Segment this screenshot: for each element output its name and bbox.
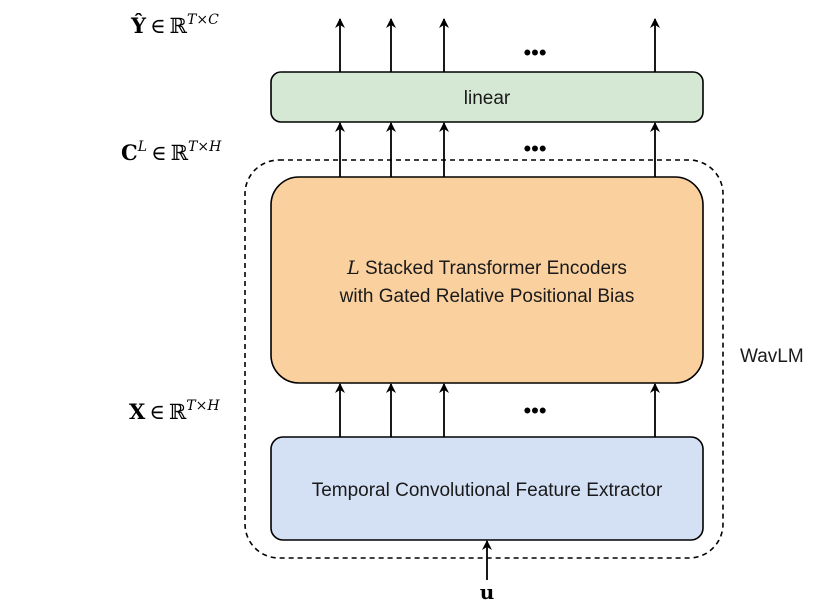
ellipsis-bottom: ••• — [523, 398, 546, 423]
linear-block — [270, 71, 704, 123]
encoder-output-math-label: CL∈ℝT×H — [121, 139, 222, 165]
ellipsis-top: ••• — [523, 40, 546, 65]
output-math-label: Ŷ∈ℝT×C — [130, 12, 219, 38]
transformer-encoder-block — [270, 176, 704, 384]
encoder-label-line2: with Gated Relative Positional Bias — [339, 286, 635, 307]
extractor-to-encoder-arrows — [335, 383, 660, 437]
encoder-line1-text: Stacked Transformer Encoders — [365, 258, 627, 279]
encoder-to-linear-arrows — [335, 122, 660, 177]
feature-math-label: X∈ℝT×H — [129, 398, 220, 424]
output-arrows — [335, 18, 660, 72]
encoder-label-line1: L Stacked Transformer Encoders — [346, 257, 627, 279]
input-math-label: u — [480, 580, 495, 604]
wavlm-label: WavLM — [740, 346, 804, 367]
encoder-symbol: L — [346, 257, 360, 279]
linear-label: linear — [464, 88, 511, 109]
ellipsis-middle: ••• — [523, 136, 546, 161]
extractor-label: Temporal Convolutional Feature Extractor — [312, 480, 663, 501]
